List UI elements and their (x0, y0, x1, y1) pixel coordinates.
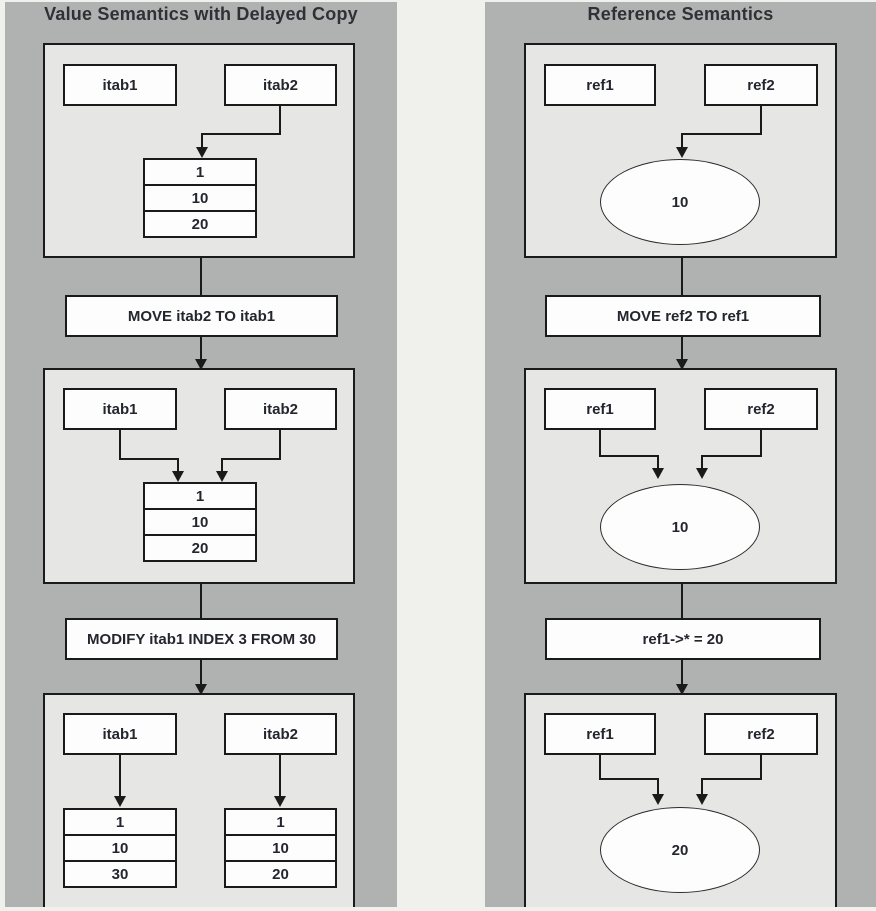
arrow-head (196, 147, 208, 158)
arrow-line (279, 430, 281, 460)
itab1-table-stage3: 1 10 30 (63, 808, 177, 888)
arrow-line (657, 455, 659, 469)
table-row: 20 (143, 534, 257, 562)
flow-line (200, 337, 202, 362)
arrow-line (681, 133, 762, 135)
arrow-line (701, 455, 762, 457)
itab-table-stage1: 1 10 20 (143, 158, 257, 238)
ref1-box-stage2: ref1 (544, 388, 656, 430)
itab2-box-stage2: itab2 (224, 388, 337, 430)
arrow-head (676, 147, 688, 158)
flow-line (681, 660, 683, 685)
deref-assign-command: ref1->* = 20 (545, 618, 821, 660)
move-itab-command: MOVE itab2 TO itab1 (65, 295, 338, 337)
arrow-line (177, 458, 179, 472)
table-row: 20 (224, 860, 337, 888)
table-row: 10 (224, 834, 337, 862)
arrow-line (599, 455, 659, 457)
table-row: 10 (143, 184, 257, 212)
move-ref-command: MOVE ref2 TO ref1 (545, 295, 821, 337)
arrow-line (599, 430, 601, 457)
ref2-box-stage2: ref2 (704, 388, 818, 430)
flow-line (200, 258, 202, 295)
value-semantics-title: Value Semantics with Delayed Copy (44, 4, 358, 24)
arrow-head (696, 794, 708, 805)
arrow-line (681, 133, 683, 149)
arrow-head (652, 794, 664, 805)
arrow-line (701, 778, 762, 780)
ref2-box-stage3: ref2 (704, 713, 818, 755)
arrow-head (274, 796, 286, 807)
arrow-head (652, 468, 664, 479)
table-row: 10 (143, 508, 257, 536)
arrow-line (201, 133, 203, 149)
flow-line (200, 660, 202, 685)
bottom-edge (0, 907, 876, 911)
arrow-line (221, 458, 281, 460)
flow-line (681, 337, 683, 362)
arrow-head (195, 359, 207, 370)
itab2-table-stage3: 1 10 20 (224, 808, 337, 888)
ref2-box-stage1: ref2 (704, 64, 818, 106)
arrow-head (676, 684, 688, 695)
arrow-line (760, 430, 762, 457)
arrow-head (114, 796, 126, 807)
arrow-line (599, 755, 601, 780)
arrow-head (696, 468, 708, 479)
flow-line (681, 258, 683, 295)
arrow-line (119, 755, 121, 798)
itab1-box-stage2: itab1 (63, 388, 177, 430)
arrow-head (216, 471, 228, 482)
value-ellipse-stage2: 10 (600, 484, 760, 570)
table-row: 1 (143, 482, 257, 510)
ref1-box-stage3: ref1 (544, 713, 656, 755)
arrow-head (676, 359, 688, 370)
table-row: 30 (63, 860, 177, 888)
reference-semantics-title: Reference Semantics (587, 4, 774, 24)
ref1-box-stage1: ref1 (544, 64, 656, 106)
modify-itab-command: MODIFY itab1 INDEX 3 FROM 30 (65, 618, 338, 660)
table-row: 1 (224, 808, 337, 836)
arrow-line (760, 755, 762, 780)
arrow-line (221, 458, 223, 472)
flow-line (200, 584, 202, 618)
value-ellipse-stage3: 20 (600, 807, 760, 893)
itab2-box-stage1: itab2 (224, 64, 337, 106)
arrow-line (760, 106, 762, 135)
arrow-line (701, 778, 703, 795)
arrow-head (195, 684, 207, 695)
arrow-line (279, 106, 281, 135)
arrow-line (119, 430, 121, 460)
table-row: 1 (63, 808, 177, 836)
itab2-box-stage3: itab2 (224, 713, 337, 755)
flow-line (681, 584, 683, 618)
arrow-line (657, 778, 659, 795)
arrow-line (279, 755, 281, 798)
arrow-line (119, 458, 179, 460)
table-row: 20 (143, 210, 257, 238)
arrow-line (201, 133, 281, 135)
itab1-box-stage3: itab1 (63, 713, 177, 755)
arrow-line (701, 455, 703, 469)
itab-table-stage2: 1 10 20 (143, 482, 257, 562)
itab1-box-stage1: itab1 (63, 64, 177, 106)
table-row: 1 (143, 158, 257, 186)
arrow-line (599, 778, 659, 780)
table-row: 10 (63, 834, 177, 862)
arrow-head (172, 471, 184, 482)
value-ellipse-stage1: 10 (600, 159, 760, 245)
